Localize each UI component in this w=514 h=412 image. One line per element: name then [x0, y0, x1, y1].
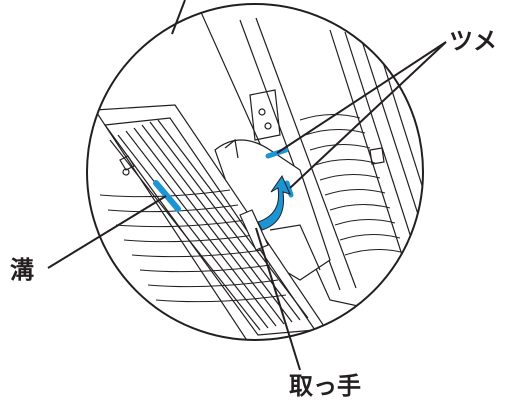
leader-lines	[47, 41, 447, 371]
magnifier-leader-line	[171, 0, 186, 35]
label-groove: 溝	[10, 256, 34, 284]
handle-tab	[239, 209, 269, 251]
label-tsume: ツメ	[449, 27, 497, 55]
filter-ribs	[99, 189, 287, 303]
rotation-arrow	[257, 174, 291, 231]
leader-tsume-lower	[289, 41, 447, 189]
groove-highlight	[153, 180, 181, 212]
leader-totte	[255, 227, 301, 371]
leader-mizo	[47, 195, 167, 269]
magnified-view	[93, 4, 423, 340]
tab-highlight-lower	[284, 180, 294, 198]
housing-grille	[299, 114, 406, 256]
leader-tsume-upper	[276, 41, 447, 154]
label-handle: 取っ手	[289, 372, 361, 400]
inner-frame	[214, 138, 331, 281]
magnifier-circle	[86, 3, 424, 341]
